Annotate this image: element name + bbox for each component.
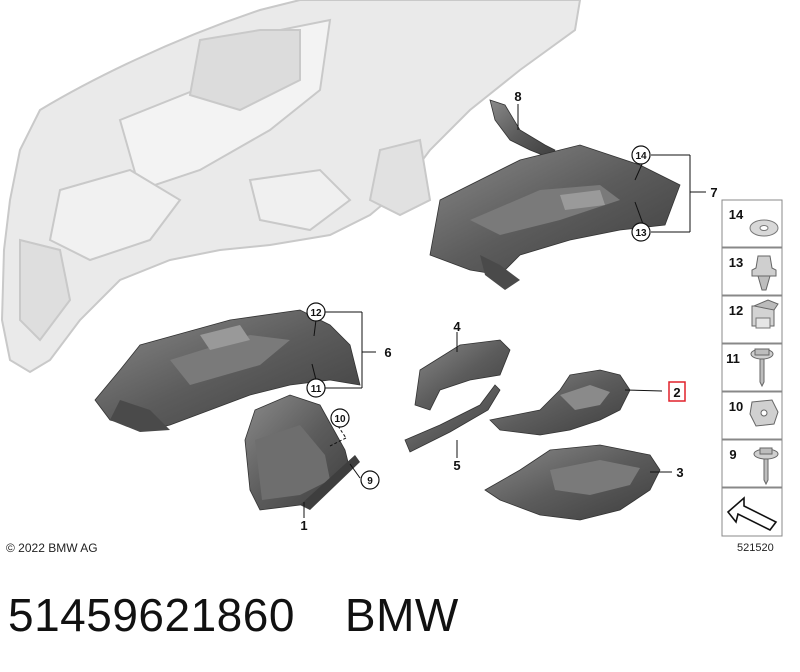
legend-label-13: 13 (729, 255, 743, 270)
part-7-carrier[interactable] (429, 144, 681, 290)
part-1-glovebox[interactable] (244, 394, 360, 511)
label-1: 1 (300, 518, 307, 533)
copyright-notice: © 2022 BMW AG (6, 541, 98, 555)
legend-label-9: 9 (729, 447, 736, 462)
part-4-trim[interactable] (414, 339, 511, 411)
svg-text:11: 11 (311, 384, 322, 395)
small-parts-legend: 14 13 12 11 10 9 (721, 199, 783, 537)
flange-screw-icon (753, 447, 779, 486)
label-5: 5 (453, 458, 460, 473)
part-5-strip[interactable] (404, 384, 501, 453)
legend-label-12: 12 (729, 303, 743, 318)
callout-12-main: 12 (306, 302, 326, 322)
parts-diagram: 14 13 12 11 10 9 8 7 6 4 5 1 3 2 14 (0, 0, 783, 537)
svg-text:2: 2 (673, 385, 680, 400)
label-4: 4 (453, 319, 461, 334)
callout-10-main: 10 (330, 408, 350, 428)
label-3: 3 (676, 465, 683, 480)
washer-icon (749, 219, 779, 237)
callout-14-main: 14 (631, 145, 651, 165)
part-8-bracket[interactable] (489, 99, 556, 159)
callout-13-main: 13 (631, 222, 651, 242)
dashboard-outline (0, 0, 582, 374)
svg-text:9: 9 (367, 476, 373, 487)
svg-text:14: 14 (635, 151, 647, 162)
svg-text:10: 10 (334, 414, 346, 425)
part-number: 51459621860 (8, 589, 295, 641)
callout-11-main: 11 (306, 378, 326, 398)
expansion-rivet-icon (751, 255, 777, 291)
svg-text:13: 13 (635, 228, 647, 239)
part-3-cover[interactable] (484, 444, 661, 521)
footer-caption: 51459621860 BMW (8, 588, 459, 642)
part-6-carrier[interactable] (94, 309, 361, 432)
leader-lines (303, 104, 706, 518)
legend-label-11: 11 (726, 351, 740, 366)
label-8: 8 (514, 89, 521, 104)
legend-label-10: 10 (729, 399, 743, 414)
svg-text:12: 12 (310, 308, 322, 319)
callout-9-main: 9 (360, 470, 380, 490)
part-2-cover[interactable] (489, 369, 631, 436)
label-2-highlighted[interactable]: 2 (668, 381, 686, 402)
arrow-icon (726, 496, 778, 532)
legend-label-14: 14 (729, 207, 744, 222)
label-7: 7 (710, 185, 717, 200)
hex-screw-icon (750, 348, 774, 388)
clip-nut-icon (749, 399, 779, 427)
label-6: 6 (384, 345, 391, 360)
catalog-number: 521520 (737, 542, 774, 554)
brand-name: BMW (344, 589, 459, 641)
spring-clip-icon (751, 299, 779, 329)
